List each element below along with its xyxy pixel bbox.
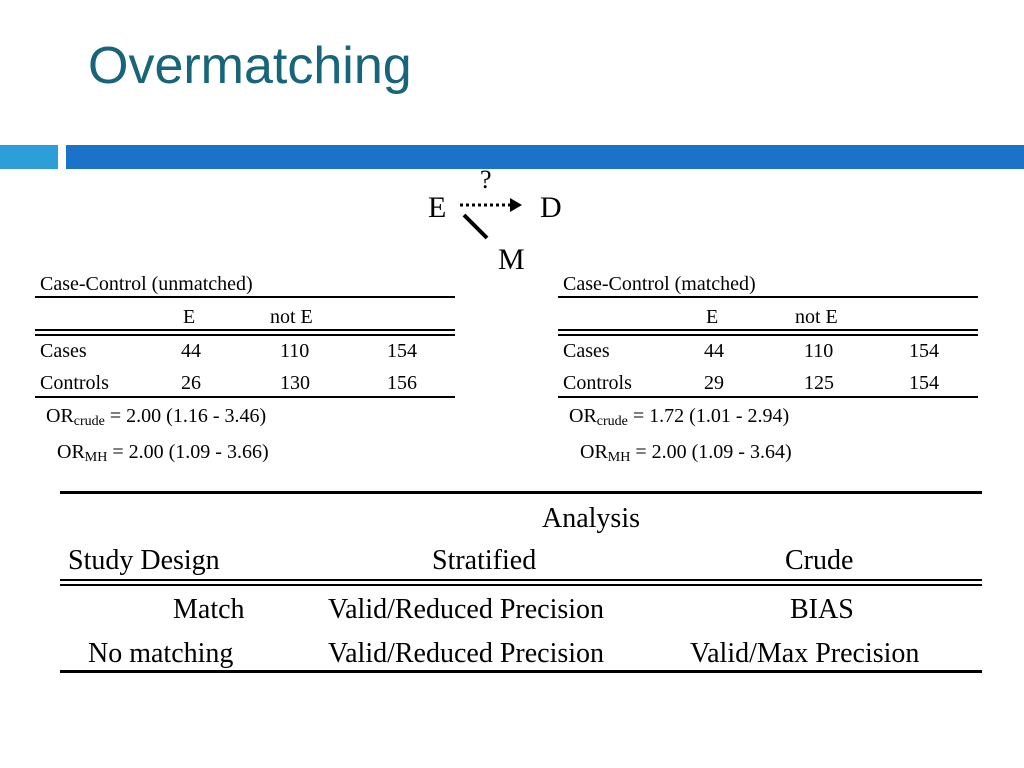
diagram-arrows — [460, 198, 522, 240]
or-crude-matched: ORcrude = 1.72 (1.01 - 2.94) — [569, 405, 789, 430]
table-bottom-rule — [35, 396, 455, 398]
diagram-exposure: E — [428, 191, 447, 224]
header-bar-accent — [0, 145, 58, 169]
design-cell: Match — [173, 594, 245, 625]
row-label: Cases — [40, 340, 87, 362]
or-crude-unmatched: ORcrude = 2.00 (1.16 - 3.46) — [46, 405, 266, 430]
or-value: = 1.72 (1.01 - 2.94) — [632, 405, 790, 427]
col-header-crude: Crude — [785, 545, 854, 576]
or-value: = 2.00 (1.09 - 3.64) — [635, 441, 792, 463]
dotted-arrow-head — [510, 198, 522, 212]
stratified-cell: Valid/Reduced Precision — [328, 594, 605, 625]
or-value: = 2.00 (1.16 - 3.46) — [109, 405, 267, 427]
col-header-stratified: Stratified — [432, 545, 537, 576]
col-header-e: E — [183, 306, 196, 328]
analysis-header-rule — [60, 579, 982, 586]
cell-e: 44 — [704, 340, 724, 362]
cell-total: 154 — [909, 372, 939, 394]
table-title: Case-Control (unmatched) — [40, 273, 253, 295]
cell-total: 154 — [909, 340, 939, 362]
col-header-e: E — [706, 306, 719, 328]
cell-total: 154 — [387, 340, 417, 362]
cell-e: 29 — [704, 372, 724, 394]
crude-cell: BIAS — [790, 594, 854, 625]
table-title: Case-Control (matched) — [563, 273, 756, 295]
confounder-line — [462, 213, 489, 240]
diagram-question-mark: ? — [480, 165, 492, 194]
or-subscript: crude — [596, 414, 628, 429]
cell-total: 156 — [387, 372, 417, 394]
analysis-table: Analysis Study Design Stratified Crude M… — [60, 490, 982, 680]
table-header-rule — [558, 329, 978, 336]
table-top-rule — [558, 296, 978, 298]
or-subscript: crude — [73, 414, 105, 429]
or-subscript: MH — [84, 450, 108, 465]
crude-cell: Valid/Max Precision — [690, 638, 920, 669]
table-bottom-rule — [558, 396, 978, 398]
or-label: OR — [580, 441, 608, 463]
or-value: = 2.00 (1.09 - 3.66) — [112, 441, 269, 463]
diagram-disease: D — [540, 191, 562, 224]
cell-e: 44 — [181, 340, 201, 362]
matched-table: Case-Control (matched) E not E Cases 44 … — [558, 272, 978, 402]
row-label: Cases — [563, 340, 610, 362]
row-label: Controls — [40, 372, 109, 394]
row-label: Controls — [563, 372, 632, 394]
or-label: OR — [46, 405, 74, 427]
unmatched-table: Case-Control (unmatched) E not E Cases 4… — [35, 272, 455, 402]
analysis-header: Analysis — [542, 503, 640, 534]
or-mh-matched: ORMH = 2.00 (1.09 - 3.64) — [580, 441, 792, 466]
col-header-not-e: not E — [270, 306, 313, 328]
cell-not-e: 125 — [804, 372, 834, 394]
table-top-rule — [35, 296, 455, 298]
or-mh-unmatched: ORMH = 2.00 (1.09 - 3.66) — [57, 441, 269, 466]
or-subscript: MH — [607, 450, 631, 465]
or-label: OR — [569, 405, 597, 427]
table-header-rule — [35, 329, 455, 336]
col-header-not-e: not E — [795, 306, 838, 328]
cell-not-e: 110 — [280, 340, 310, 362]
design-cell: No matching — [88, 638, 234, 669]
diagram-matching-var: M — [498, 243, 525, 276]
cell-e: 26 — [181, 372, 201, 394]
or-label: OR — [57, 441, 85, 463]
header-bar — [66, 145, 1024, 169]
slide-title: Overmatching — [88, 37, 412, 95]
cell-not-e: 110 — [804, 340, 834, 362]
analysis-top-rule — [60, 491, 982, 494]
analysis-bottom-rule — [60, 670, 982, 673]
col-header-study-design: Study Design — [68, 545, 220, 576]
cell-not-e: 130 — [280, 372, 310, 394]
stratified-cell: Valid/Reduced Precision — [328, 638, 605, 669]
causal-diagram: ? E D M — [400, 165, 600, 275]
